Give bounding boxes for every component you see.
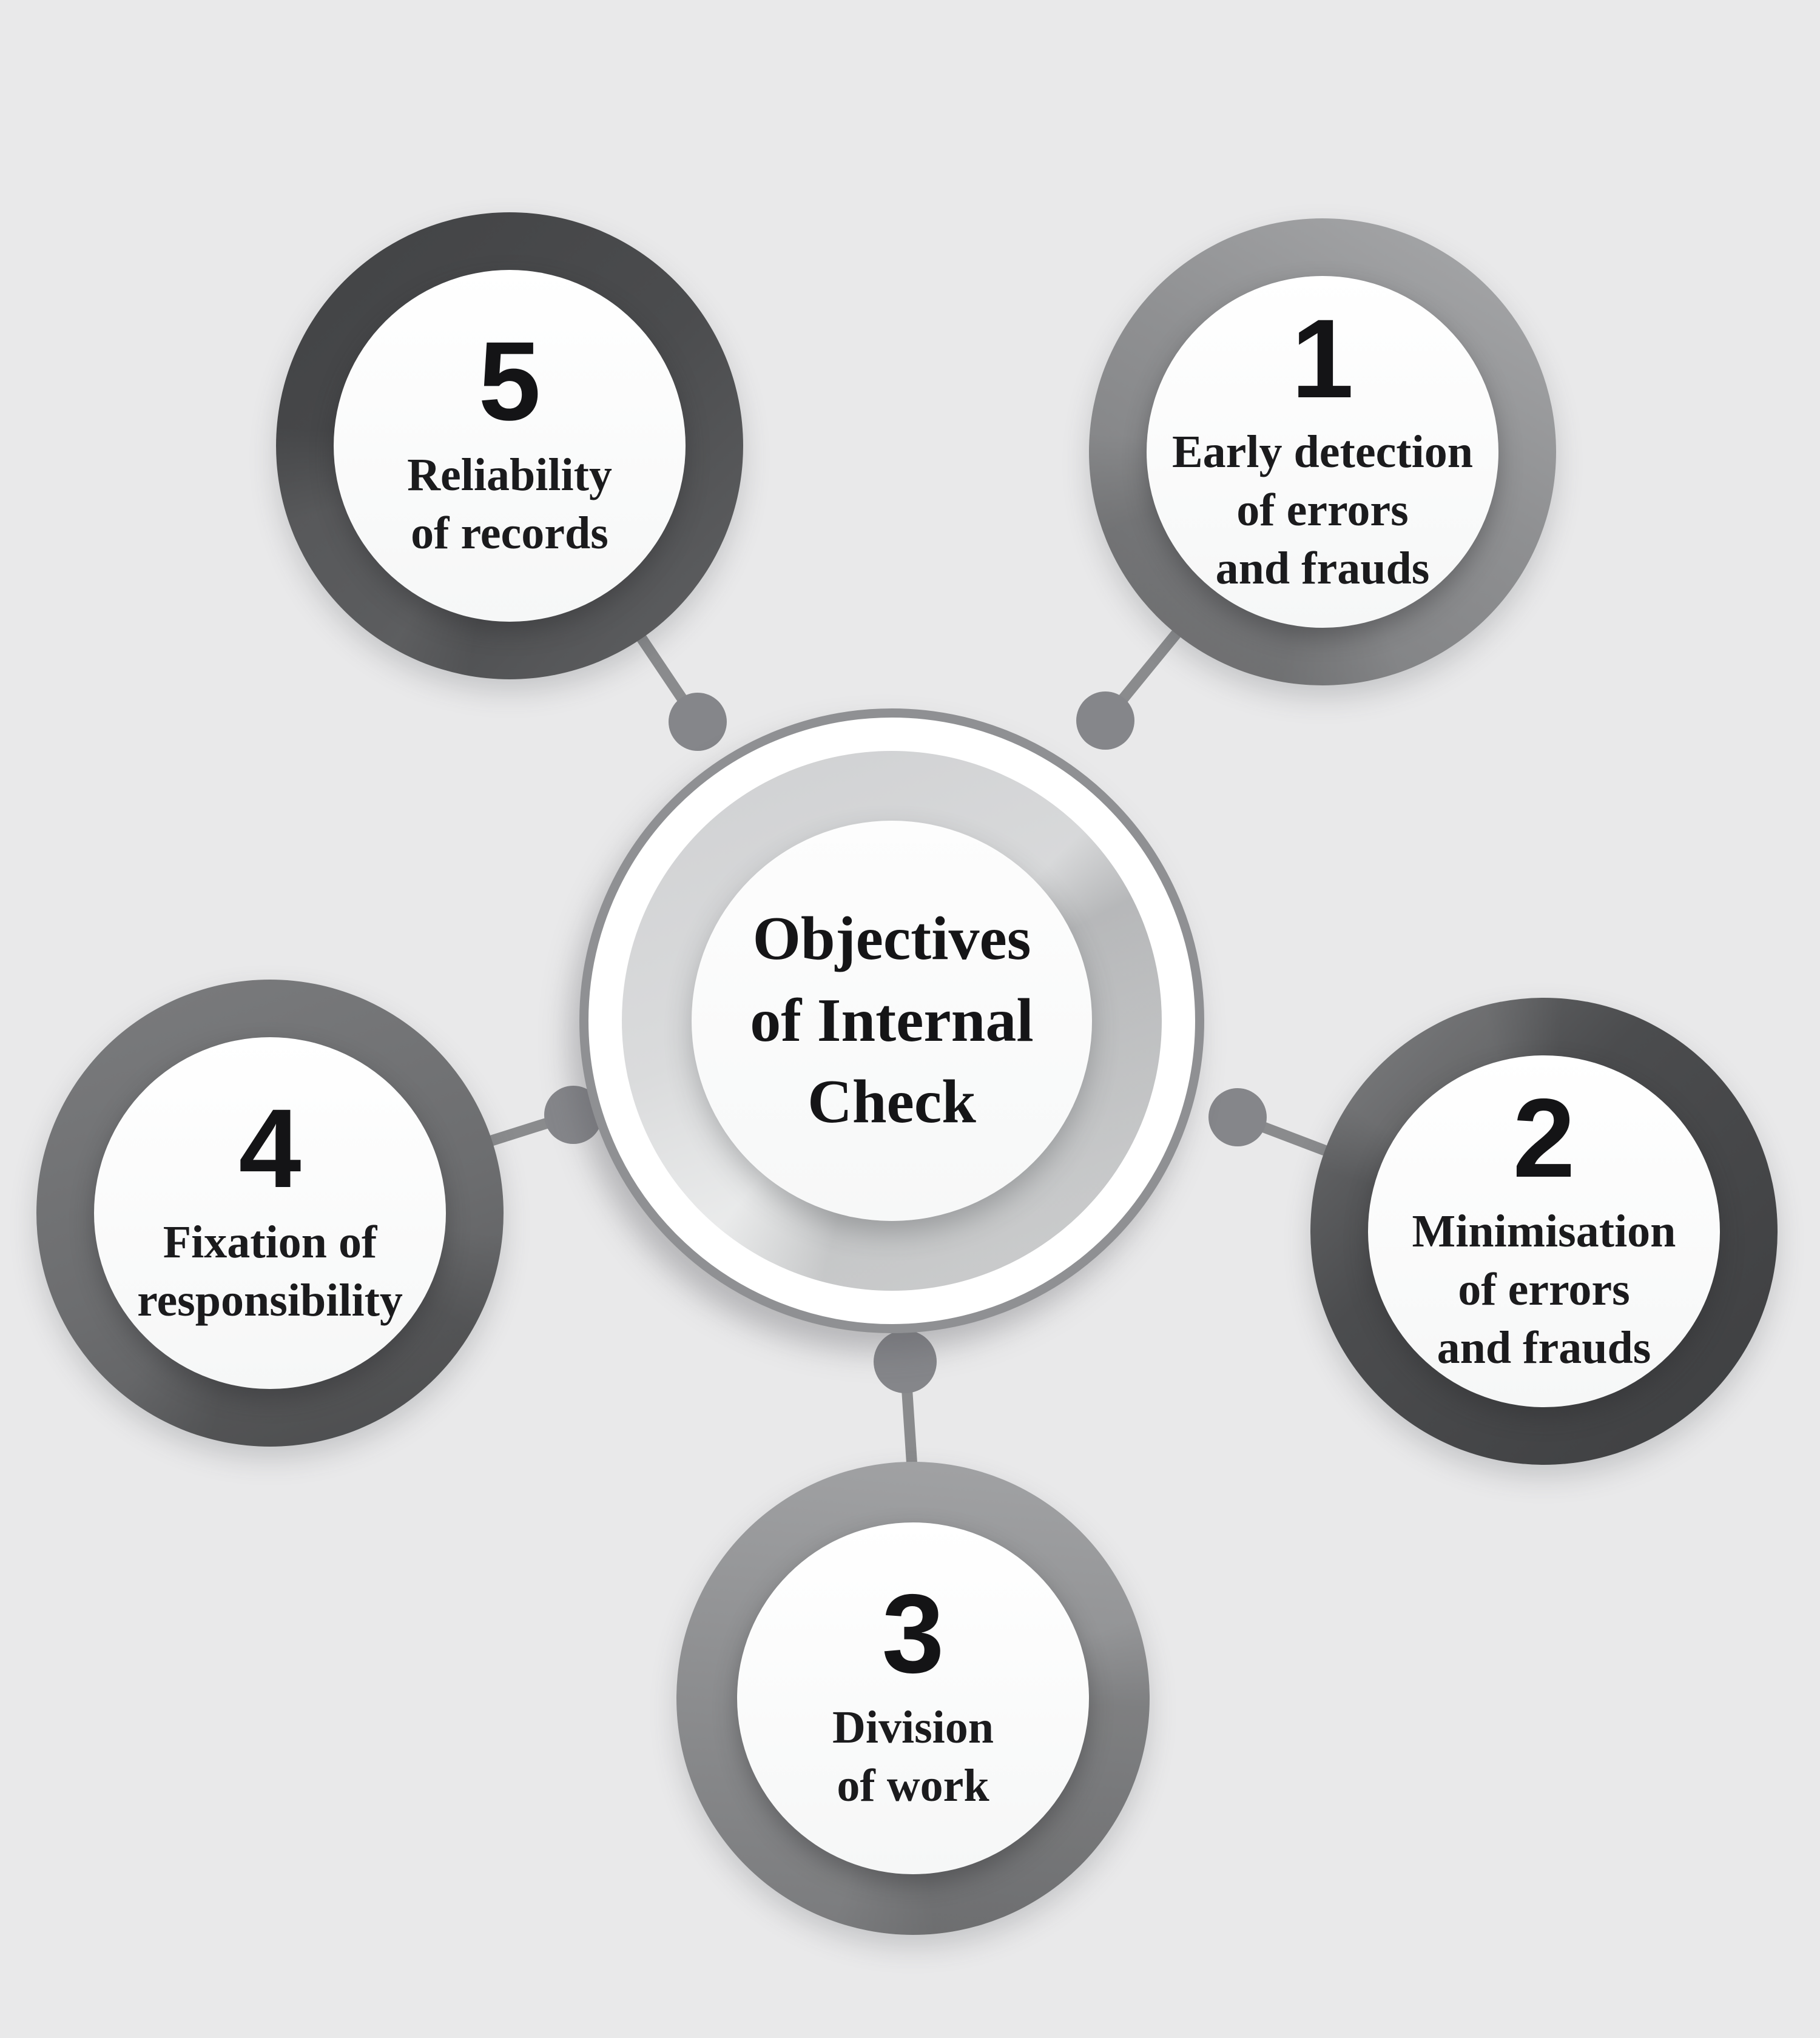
- label-line: of records: [411, 507, 608, 559]
- center-inner-circle: Objectives of Internal Check: [692, 821, 1092, 1221]
- label-line: Fixation of: [163, 1217, 377, 1268]
- node-2-number: 2: [1512, 1075, 1576, 1201]
- title-line: Objectives: [752, 904, 1031, 974]
- connector-dot-2: [1208, 1088, 1267, 1146]
- connector-dot-5: [669, 693, 727, 751]
- node-division-of-work: 3 Division of work: [676, 1462, 1150, 1935]
- node-1-inner-circle: 1 Early detection of errors and frauds: [1147, 276, 1498, 628]
- label-line: responsibility: [137, 1274, 403, 1326]
- label-line: of work: [837, 1760, 989, 1811]
- label-line: Minimisation: [1412, 1206, 1676, 1257]
- node-5-label: Reliability of records: [407, 446, 612, 563]
- node-fixation-of-responsibility: 4 Fixation of responsibility: [36, 980, 504, 1447]
- node-5-number: 5: [478, 319, 541, 445]
- label-line: and frauds: [1437, 1322, 1651, 1373]
- node-minimisation: 2 Minimisation of errors and frauds: [1310, 998, 1778, 1465]
- title-line: of Internal: [750, 986, 1034, 1055]
- node-4-number: 4: [238, 1086, 302, 1212]
- node-early-detection: 1 Early detection of errors and frauds: [1089, 218, 1556, 685]
- node-2-inner-circle: 2 Minimisation of errors and frauds: [1368, 1055, 1720, 1407]
- label-line: of errors: [1236, 485, 1409, 536]
- node-4-label: Fixation of responsibility: [137, 1214, 403, 1330]
- center-node-objectives: Objectives of Internal Check: [579, 708, 1204, 1333]
- node-3-number: 3: [881, 1572, 945, 1697]
- node-reliability-of-records: 5 Reliability of records: [276, 212, 743, 679]
- node-1-number: 1: [1291, 296, 1354, 422]
- node-2-label: Minimisation of errors and frauds: [1412, 1203, 1676, 1377]
- node-4-inner-circle: 4 Fixation of responsibility: [94, 1037, 446, 1389]
- connector-dot-3: [874, 1330, 937, 1393]
- title-line: Check: [807, 1068, 976, 1137]
- label-line: and frauds: [1215, 542, 1430, 594]
- connector-dot-1: [1076, 691, 1134, 750]
- node-3-inner-circle: 3 Division of work: [737, 1522, 1089, 1874]
- diagram-title: Objectives of Internal Check: [750, 898, 1033, 1143]
- label-line: Early detection: [1171, 426, 1473, 478]
- connector-dot-4: [544, 1086, 602, 1144]
- node-3-label: Division of work: [832, 1699, 994, 1815]
- label-line: of errors: [1458, 1264, 1630, 1315]
- label-line: Division: [832, 1702, 994, 1754]
- node-1-label: Early detection of errors and frauds: [1172, 423, 1473, 597]
- node-5-inner-circle: 5 Reliability of records: [334, 270, 686, 622]
- label-line: Reliability: [407, 449, 612, 501]
